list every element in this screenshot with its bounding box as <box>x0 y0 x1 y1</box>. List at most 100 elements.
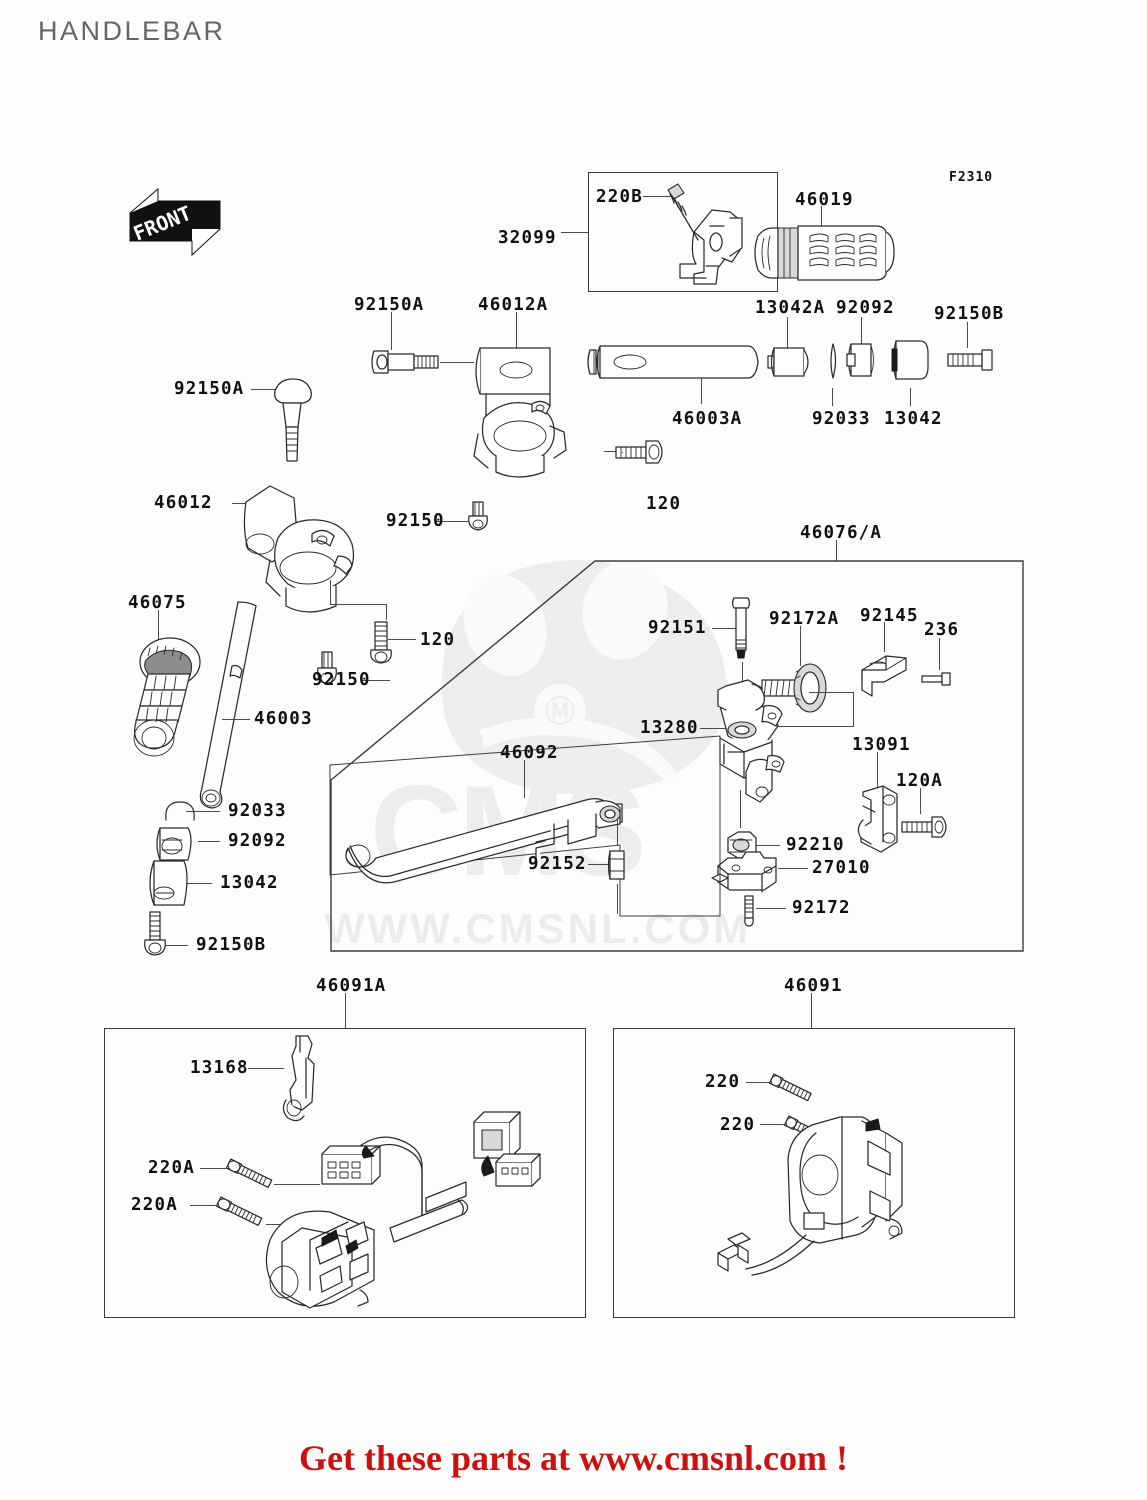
footer-cta: Get these parts at www.cmsnl.com ! <box>299 1438 848 1478</box>
leader-46091a <box>345 993 346 1028</box>
part-46019-throttle-grip <box>750 224 902 284</box>
part-32099-bracket <box>650 182 770 288</box>
leader-92150b <box>160 945 188 946</box>
leader-clamp-to-bolt-b <box>386 604 387 620</box>
diagram-code: F2310 <box>949 170 994 185</box>
watermark-text: WWW.CMSNL.COM <box>325 905 752 952</box>
leader-120-mid <box>388 639 416 640</box>
part-label: 46075 <box>128 593 187 613</box>
part-220-screw-top <box>765 1068 825 1112</box>
assembly-box-46076a <box>330 560 1024 952</box>
part-120-bolt-top <box>612 436 678 468</box>
part-220a-screw-low <box>212 1190 272 1236</box>
part-13280-lever-holder <box>706 668 816 812</box>
leader-46091 <box>811 993 812 1028</box>
part-46012a-clamp <box>466 340 586 480</box>
part-label: 92092 <box>836 298 895 318</box>
part-92150-screw-low <box>310 648 346 692</box>
part-27010-switch <box>704 848 790 902</box>
leader-92172a-to-bracket <box>809 692 853 693</box>
part-label: 13168 <box>190 1058 249 1078</box>
leader-92172 <box>756 908 786 909</box>
part-236-screw <box>918 668 960 690</box>
leader-46003a <box>701 378 702 404</box>
part-label: 220B <box>596 187 643 207</box>
leader-92152-up <box>617 818 618 846</box>
part-label: 120A <box>896 771 943 791</box>
part-46012-clamp-lower <box>234 472 374 622</box>
part-13091-holder <box>845 782 921 868</box>
assembly-box-46091a <box>104 1028 586 1318</box>
part-13042-endcap <box>142 855 208 915</box>
leader-13280 <box>700 728 730 729</box>
part-120-bolt-mid <box>364 618 398 666</box>
leader-92150a-left <box>251 389 279 390</box>
part-label: 92151 <box>648 618 707 638</box>
part-label: 13091 <box>852 735 911 755</box>
part-92150a-bolt-left <box>265 375 325 475</box>
part-120a-bolt <box>898 812 954 842</box>
part-13168-lever-arm <box>278 1032 328 1128</box>
part-46091-right-switch-assembly <box>700 1095 960 1295</box>
part-label: 92150A <box>354 295 425 315</box>
leader-220a-top <box>200 1168 226 1169</box>
part-46075-grip <box>118 630 210 770</box>
part-label: 220 <box>705 1072 741 1092</box>
leader-92210-up <box>740 790 741 828</box>
leader-13042 <box>182 883 212 884</box>
part-label: 92172 <box>792 898 851 918</box>
part-46003a-handlebar-tube <box>578 340 768 384</box>
leader-120-top-v <box>622 452 623 453</box>
part-46092-brake-lever <box>338 790 638 884</box>
leader-92152-down <box>617 884 618 914</box>
leader-92210 <box>752 845 780 846</box>
part-label: 46003 <box>254 709 313 729</box>
part-label: 92150 <box>386 511 445 531</box>
part-label: 46091 <box>784 976 843 996</box>
leader-92172a <box>800 626 801 666</box>
part-13042-endcap-top <box>886 335 938 387</box>
leader-clamp-to-bolt-c <box>330 580 331 604</box>
leader-92092 <box>198 841 220 842</box>
leader-46076a <box>836 540 837 562</box>
leader-92151 <box>712 628 740 629</box>
part-label: 92033 <box>812 409 871 429</box>
leader-46075 <box>158 610 159 640</box>
part-label: 92145 <box>860 606 919 626</box>
leader-46012a <box>516 312 517 348</box>
part-label: 46019 <box>795 190 854 210</box>
leader-92150-low <box>362 680 390 681</box>
part-92150-screw-mid <box>462 498 496 540</box>
leader-46003 <box>222 719 250 720</box>
part-92145-clip <box>852 648 922 700</box>
part-46003-handlebar <box>176 596 276 816</box>
part-label: 120 <box>420 630 456 650</box>
part-label: 120 <box>646 494 682 514</box>
leader-13042-top <box>910 388 911 406</box>
leader-46092 <box>524 760 525 798</box>
leader-92145 <box>884 622 885 652</box>
part-92092-bushing <box>150 820 208 868</box>
part-label: 13042 <box>220 873 279 893</box>
leader-236 <box>939 638 940 670</box>
leader-13091 <box>877 752 878 788</box>
part-92033-circlip <box>160 796 200 828</box>
leader-220-low <box>760 1124 788 1125</box>
part-label: 46092 <box>500 743 559 763</box>
part-label: 46003A <box>672 409 743 429</box>
part-label: 46012A <box>478 295 549 315</box>
part-label: 92150B <box>934 304 1005 324</box>
part-label: 27010 <box>812 858 871 878</box>
part-label: 13042 <box>884 409 943 429</box>
leader-220-top <box>746 1082 776 1083</box>
part-92152-bushing <box>604 845 632 887</box>
leader-220b <box>643 196 671 197</box>
leader-92092-top <box>861 317 862 345</box>
leader-92172a-v <box>853 692 854 726</box>
leader-32099 <box>561 232 588 233</box>
part-92172-screw <box>738 894 760 928</box>
page-title: HANDLEBAR <box>38 16 226 46</box>
part-92150b-bolt <box>136 908 176 964</box>
part-label: 92033 <box>228 801 287 821</box>
